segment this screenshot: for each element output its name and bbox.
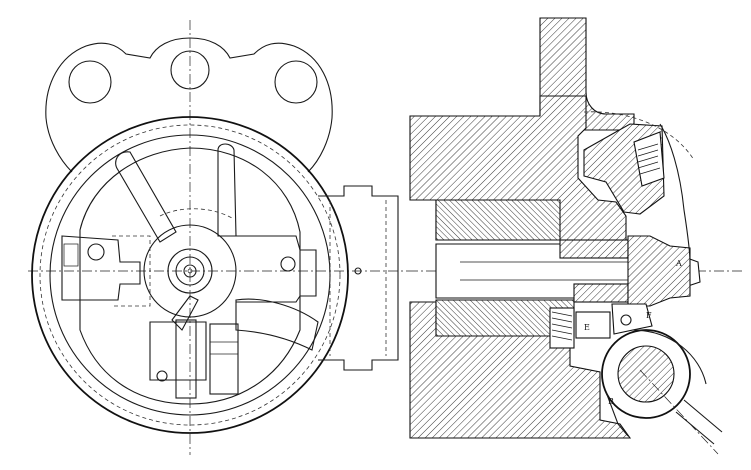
lower-block-left xyxy=(149,321,207,381)
right-outer-profile xyxy=(659,123,691,263)
section-view xyxy=(408,17,745,455)
mounting-flange xyxy=(45,37,333,173)
label-f: F xyxy=(646,311,652,320)
flange-bolt-hole-right xyxy=(274,60,318,104)
cam-slant-centerline xyxy=(639,369,719,455)
hub-bore xyxy=(183,264,197,278)
label-a: A xyxy=(675,259,682,268)
lever-block-e xyxy=(575,311,611,339)
lower-cam xyxy=(235,298,319,351)
left-dashed-path xyxy=(112,235,151,307)
cam-outer-arc xyxy=(631,329,707,385)
pawl xyxy=(171,295,199,331)
lower-cam-core xyxy=(617,345,675,403)
lever-pivot xyxy=(620,314,632,326)
label-e: E xyxy=(584,323,590,332)
side-boss-pin xyxy=(354,267,362,275)
inner-sleeve-lower xyxy=(573,283,629,303)
lower-block-slot xyxy=(209,341,239,355)
hub-shaft xyxy=(175,256,205,286)
arm-small-pin xyxy=(280,256,296,272)
lower-cam-outline xyxy=(601,329,691,419)
lower-cam-arm xyxy=(605,391,629,437)
bracket-spring-coils xyxy=(637,143,661,175)
lower-spring-housing xyxy=(549,307,575,349)
side-boss xyxy=(318,185,399,371)
housing-inner-rim xyxy=(49,134,331,416)
upper-lever-arm xyxy=(115,151,177,243)
label-b: B xyxy=(608,397,614,406)
hub-outer xyxy=(143,224,237,318)
bore-sleeve-upper xyxy=(435,199,561,241)
right-arm-plate xyxy=(236,235,317,303)
housing-hidden-rim xyxy=(39,124,341,426)
lower-block-pin xyxy=(156,370,168,382)
end-cap xyxy=(627,235,691,307)
cam-handle xyxy=(675,399,723,445)
hub-dashed-arc xyxy=(159,208,233,219)
latch-pivot-left xyxy=(87,243,105,261)
housing-outer-rim xyxy=(31,116,349,434)
lever-block-f xyxy=(611,303,653,335)
vertical-lever-arm xyxy=(217,143,237,237)
left-latch xyxy=(61,235,141,301)
lower-block-stem xyxy=(175,319,197,399)
hub-collar xyxy=(167,248,213,294)
latch-plate-left xyxy=(63,243,79,267)
lower-block-right xyxy=(209,323,239,395)
inner-recess xyxy=(79,147,301,405)
flange-bolt-hole-left xyxy=(68,60,112,104)
inner-sleeve xyxy=(559,239,629,259)
front-view xyxy=(28,20,408,455)
lower-spring-coils xyxy=(551,311,573,341)
hub-center-dot xyxy=(187,268,193,274)
flange-bolt-hole-center xyxy=(170,50,210,90)
